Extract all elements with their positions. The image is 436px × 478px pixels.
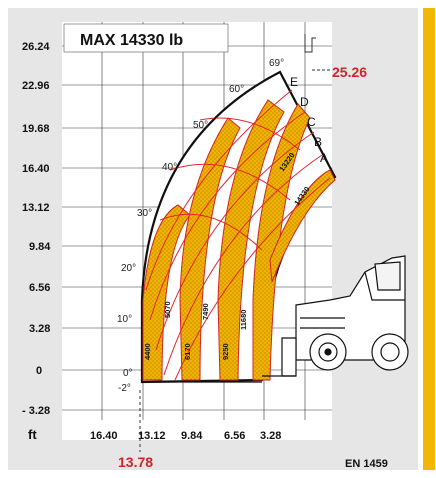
load-zone-2 bbox=[179, 117, 241, 381]
curve-label-a: A bbox=[320, 151, 328, 165]
load-label: 7490 bbox=[201, 303, 210, 320]
load-zone-4 bbox=[252, 103, 311, 381]
y-tick-label: 3.28 bbox=[29, 323, 50, 335]
curve-label-d: D bbox=[300, 95, 309, 109]
curve-label-c: C bbox=[307, 115, 316, 129]
load-label: 9250 bbox=[221, 343, 230, 360]
angle-label: 0° bbox=[123, 368, 133, 379]
angle-label: 69° bbox=[269, 58, 284, 69]
x-tick-label: 3.28 bbox=[260, 430, 281, 442]
y-tick-label: 9.84 bbox=[29, 241, 51, 253]
load-label: 11680 bbox=[239, 310, 248, 330]
x-tick-label: 16.40 bbox=[90, 430, 118, 442]
max-reach-value: 13.78 bbox=[118, 454, 153, 470]
load-label: 5070 bbox=[163, 301, 172, 318]
y-tick-label: 16.40 bbox=[22, 163, 50, 175]
angle-label: 40° bbox=[162, 162, 177, 173]
load-zone-5 bbox=[269, 169, 336, 283]
side-accent-bar bbox=[423, 8, 435, 470]
y-tick-label: 26.24 bbox=[22, 41, 50, 53]
curve-label-b: B bbox=[314, 135, 322, 149]
y-tick-label: - 3.28 bbox=[22, 405, 50, 417]
telehandler-icon bbox=[262, 255, 409, 377]
chart-title: MAX 14330 lb bbox=[80, 32, 183, 49]
unit-label: ft bbox=[28, 427, 37, 442]
load-zone-3 bbox=[217, 99, 285, 381]
x-tick-label: 9.84 bbox=[181, 430, 203, 442]
x-tick-label: 6.56 bbox=[224, 430, 245, 442]
x-tick-label: 13.12 bbox=[138, 430, 166, 442]
angle-label: 10° bbox=[117, 314, 132, 325]
standard-label: EN 1459 bbox=[345, 458, 388, 470]
angle-label: -2° bbox=[118, 383, 131, 394]
angle-label: 20° bbox=[121, 263, 136, 274]
title-box bbox=[63, 23, 229, 53]
boom-head-icon bbox=[304, 34, 316, 53]
angle-label: 30° bbox=[137, 208, 152, 219]
y-tick-label: 22.96 bbox=[22, 80, 50, 92]
angle-label: 50° bbox=[193, 120, 208, 131]
angle-label: 60° bbox=[229, 84, 244, 95]
extension-arcs bbox=[145, 89, 331, 381]
y-tick-label: 19.68 bbox=[22, 123, 50, 135]
y-tick-label: 13.12 bbox=[22, 202, 50, 214]
load-label: 6170 bbox=[183, 343, 192, 360]
y-tick-label: 0 bbox=[36, 365, 42, 377]
max-height-value: 25.26 bbox=[332, 64, 367, 80]
load-label: 4400 bbox=[143, 343, 152, 360]
curve-label-e: E bbox=[290, 75, 298, 89]
boom-lines bbox=[141, 71, 281, 383]
y-tick-label: 6.56 bbox=[29, 282, 50, 294]
